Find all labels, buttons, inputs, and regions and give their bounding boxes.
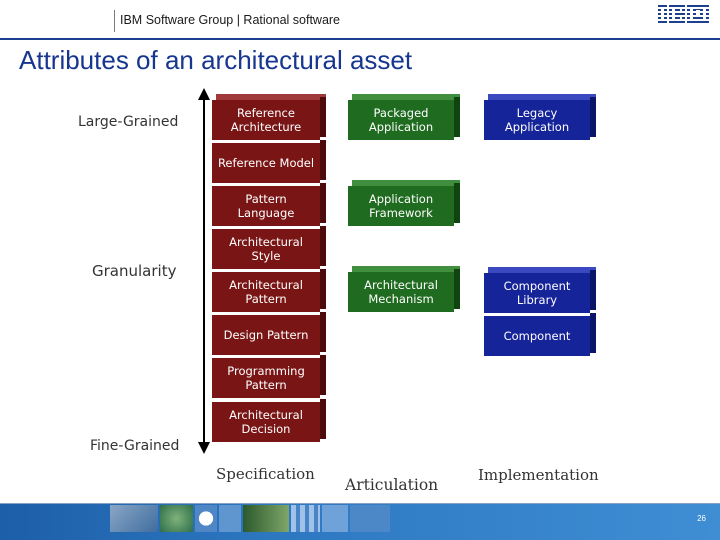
box-bevel	[352, 180, 460, 186]
box-legacy-application: Legacy Application	[484, 97, 596, 140]
box-bevel	[216, 94, 326, 100]
footer-image-figures	[243, 505, 289, 532]
ibm-logo	[658, 4, 710, 30]
footer-rule	[0, 503, 720, 504]
box-reference-architecture: Reference Architecture	[212, 97, 326, 140]
box-bevel	[488, 94, 596, 100]
box-packaged-application: Packaged Application	[348, 97, 460, 140]
box-programming-pattern: Programming Pattern	[212, 355, 326, 398]
slide-title: Attributes of an architectural asset	[19, 45, 413, 75]
footer-image-tile	[350, 505, 390, 532]
column-label-specification: Specification	[216, 465, 315, 483]
box-bevel	[352, 94, 460, 100]
box-pattern-language: Pattern Language	[212, 183, 326, 226]
footer-image-globe	[159, 505, 194, 532]
footer-image-tile	[219, 505, 242, 532]
box-component: Component	[484, 313, 596, 356]
page-number: 26	[697, 514, 706, 523]
arrow-down-icon	[198, 442, 210, 454]
box-component-library: Component Library	[484, 270, 596, 313]
axis-middle-label: Granularity	[92, 262, 177, 280]
box-application-framework: Application Framework	[348, 183, 460, 226]
footer-image-circle	[195, 505, 218, 532]
arrow-up-icon	[198, 88, 210, 100]
axis-top-label: Large-Grained	[78, 114, 179, 130]
granularity-axis-line	[203, 96, 205, 442]
axis-bottom-label: Fine-Grained	[90, 438, 180, 454]
box-architectural-pattern: Architectural Pattern	[212, 269, 326, 312]
header-text: IBM Software Group | Rational software	[120, 13, 341, 27]
box-architectural-style: Architectural Style	[212, 226, 326, 269]
box-bevel	[352, 266, 460, 272]
box-bevel	[488, 267, 596, 273]
header-divider	[114, 10, 115, 32]
column-label-implementation: Implementation	[478, 466, 599, 484]
footer-image-strip	[110, 505, 390, 532]
footer-image-grid	[290, 505, 321, 532]
box-architectural-decision: Architectural Decision	[212, 399, 326, 442]
box-reference-model: Reference Model	[212, 140, 326, 183]
column-label-articulation: Articulation	[345, 476, 439, 494]
footer-image-people	[110, 505, 158, 532]
box-design-pattern: Design Pattern	[212, 312, 326, 355]
footer-image-tile	[322, 505, 349, 532]
header-rule	[0, 38, 720, 40]
header-bar: IBM Software Group | Rational software	[0, 0, 720, 38]
box-architectural-mechanism: Architectural Mechanism	[348, 269, 460, 312]
